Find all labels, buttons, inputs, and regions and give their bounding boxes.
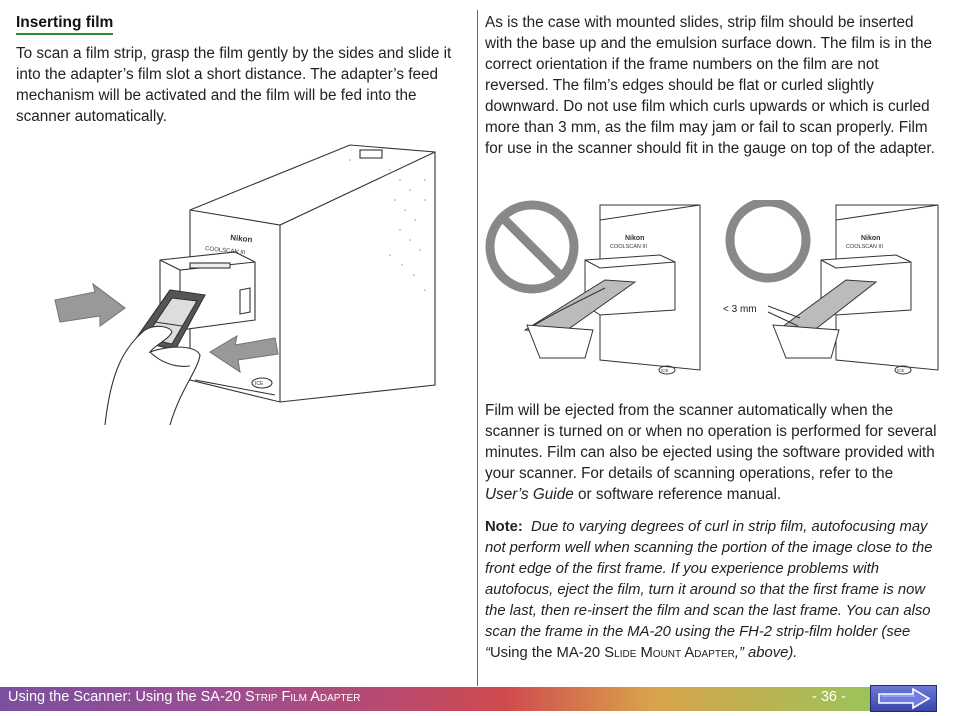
incorrect-curl-illustration: Nikon COOLSCAN III ICE [485, 200, 701, 375]
note-paragraph: Note: Due to varying degrees of curl in … [485, 517, 940, 664]
footer-chapter-title: Using the Scanner: Using the SA-20 Strip… [8, 689, 360, 705]
film-insertion-illustration: Nikon COOLSCAN III ICE [54, 144, 436, 426]
brand-logo: Nikon [861, 235, 880, 242]
brand-logo: Nikon [625, 235, 644, 242]
acceptable-icon [725, 200, 811, 283]
intro-paragraph: To scan a film strip, grasp the film gen… [16, 45, 452, 125]
page-number: - 36 - [812, 689, 846, 705]
users-guide-ref: User’s Guide [485, 486, 574, 503]
ejection-section: Film will be ejected from the scanner au… [485, 400, 940, 664]
note-ref-link: Using the MA-20 [489, 645, 605, 661]
model-label: COOLSCAN III [205, 246, 246, 256]
footer-title-main: Using the Scanner: Using the SA-20 [8, 689, 245, 705]
ejection-paragraph: Film will be ejected from the scanner au… [485, 400, 940, 505]
curl-measurement-label: < 3 mm [723, 304, 757, 315]
ice-badge: ICE [661, 368, 669, 373]
section-heading: Inserting film [16, 14, 114, 35]
prohibited-icon [485, 200, 579, 294]
model-label: COOLSCAN III [846, 244, 883, 250]
ejection-text-end: or software reference manual. [573, 486, 782, 503]
footer-bar [0, 687, 870, 711]
model-label: COOLSCAN III [610, 244, 647, 250]
ejection-text: Film will be ejected from the scanner au… [485, 402, 937, 482]
note-ref-smallcaps: Slide Mount Adapter [604, 645, 735, 661]
column-divider [477, 10, 478, 686]
left-column: Inserting film To scan a film strip, gra… [16, 14, 471, 127]
ice-badge: ICE [255, 381, 264, 387]
right-column: As is the case with mounted slides, stri… [485, 12, 940, 159]
footer-title-smallcaps: Strip Film Adapter [244, 689, 361, 705]
next-page-button[interactable] [870, 685, 937, 712]
ice-badge: ICE [897, 368, 905, 373]
brand-logo: Nikon [230, 233, 253, 244]
orientation-paragraph: As is the case with mounted slides, stri… [485, 14, 935, 157]
right-arrow-icon [878, 687, 931, 710]
note-label: Note: [485, 519, 523, 535]
note-end: ,” above). [734, 645, 798, 661]
correct-curl-illustration: < 3 mm Nikon COOLSCAN III ICE [723, 200, 939, 375]
note-text: Due to varying degrees of curl in strip … [485, 519, 933, 661]
